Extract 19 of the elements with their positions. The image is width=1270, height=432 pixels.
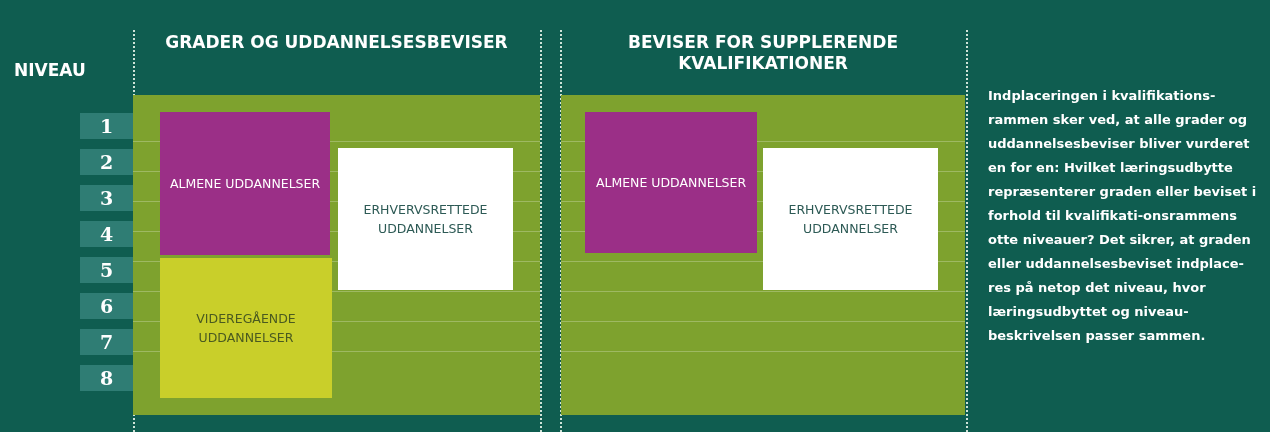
level-number: 2 — [80, 149, 133, 175]
level-panel — [561, 95, 965, 415]
category-box: VIDEREGÅENDE UDDANNELSER — [160, 258, 332, 398]
category-box: ERHVERVSRETTEDE UDDANNELSER — [763, 148, 938, 290]
column-heading: NIVEAU — [14, 60, 87, 81]
level-number: 1 — [80, 113, 133, 139]
level-number: 4 — [80, 221, 133, 247]
level-number: 5 — [80, 257, 133, 283]
level-number: 7 — [80, 329, 133, 355]
category-box: ALMENE UDDANNELSER — [160, 112, 330, 255]
category-box: ALMENE UDDANNELSER — [585, 112, 757, 253]
column-heading: GRADER OG UDDANNELSESBEVISER — [164, 32, 509, 53]
level-panel — [133, 95, 540, 415]
level-number: 8 — [80, 365, 133, 391]
level-number: 3 — [80, 185, 133, 211]
explanation-text: Indplaceringen i kvalifikations-rammen sker ved, at alle grader og uddannelsesbeviser bliver vurderet en for en: Hvilket læringsudbytte repræsenterer graden eller beviset i forhold til kvalifikati-onsrammens otte niveauer? Det sikrer, at graden eller uddannelsesbeviset indplace-res på netop det niveau, hvor læringsudbyttet og niveau-beskrivelsen passer sammen. — [988, 87, 1258, 345]
column-heading: BEVISER FOR SUPPLERENDE KVALIFIKATIONER — [626, 32, 900, 74]
category-box: ERHVERVSRETTEDE UDDANNELSER — [338, 148, 513, 290]
level-number: 6 — [80, 293, 133, 319]
